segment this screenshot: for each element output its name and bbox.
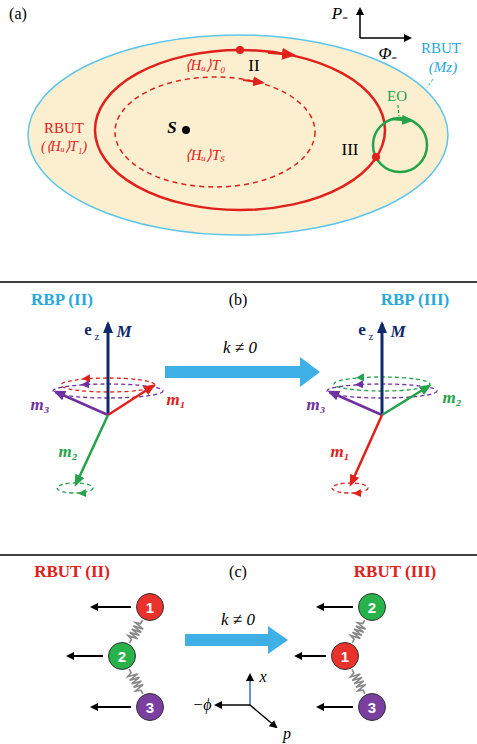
orbit-label: (⟨Hᵤ⟩T₁) — [41, 139, 87, 154]
ball-number: 2 — [368, 599, 376, 616]
vector-label: m₁ — [166, 391, 185, 410]
mass-ball: 1 — [331, 642, 359, 670]
orbit-label: EO — [387, 88, 407, 105]
spring — [351, 620, 366, 643]
mass-ball: 3 — [136, 693, 164, 721]
ball-number: 1 — [341, 648, 349, 665]
ball-number: 1 — [146, 599, 154, 616]
arrow-label: k ≠ 0 — [223, 339, 257, 358]
vector-label: m₃ — [30, 396, 49, 415]
panel-label: (a) — [9, 5, 27, 23]
panel-label: (c) — [229, 563, 247, 581]
vector-label: e — [84, 321, 92, 340]
vector-label: m₃ — [306, 396, 325, 415]
axis-label: p — [283, 725, 291, 743]
spring — [128, 620, 143, 643]
ball-number: 3 — [368, 699, 376, 716]
vector-label: e — [358, 321, 366, 340]
state-title: RBP (III) — [381, 291, 449, 310]
spring — [350, 669, 365, 693]
orbit-label: ⟨Hᵤ⟩Tₛ — [185, 147, 226, 164]
vector-label: M — [116, 323, 131, 342]
vector-label: m₂ — [58, 443, 77, 462]
vector-label: m₂ — [442, 389, 461, 408]
axis-label: P₋ — [332, 5, 348, 24]
region-label: RBUT — [421, 40, 461, 57]
state-title: RBP (II) — [31, 291, 93, 310]
mass-ball: 2 — [358, 593, 386, 621]
mass-ball: 3 — [358, 693, 386, 721]
vector-subscript: z — [369, 330, 374, 342]
mass-ball: 1 — [136, 593, 164, 621]
axis-label: x — [259, 668, 266, 686]
vector-subscript: z — [95, 330, 100, 342]
state-title: RBUT (III) — [354, 563, 436, 582]
panel-label: (b) — [229, 291, 248, 309]
axis-label: −ϕ — [192, 696, 211, 714]
orbit-label: ⟨Hᵤ⟩T₀ — [185, 57, 226, 74]
mass-ball: 2 — [108, 642, 136, 670]
vector-label: m₁ — [330, 443, 349, 462]
orbit-label: RBUT — [44, 120, 84, 137]
axis-label: Φ₋ — [379, 45, 398, 64]
ball-number: 3 — [146, 699, 154, 716]
point-label: II — [248, 57, 259, 76]
spring — [128, 669, 144, 694]
ball-number: 2 — [118, 648, 126, 665]
arrow-label: k ≠ 0 — [221, 611, 255, 630]
state-title: RBUT (II) — [34, 563, 110, 582]
region-label: (Mz) — [429, 59, 457, 76]
point-label: III — [342, 141, 359, 160]
vector-label: M — [390, 323, 405, 342]
point-label: S — [167, 119, 176, 138]
